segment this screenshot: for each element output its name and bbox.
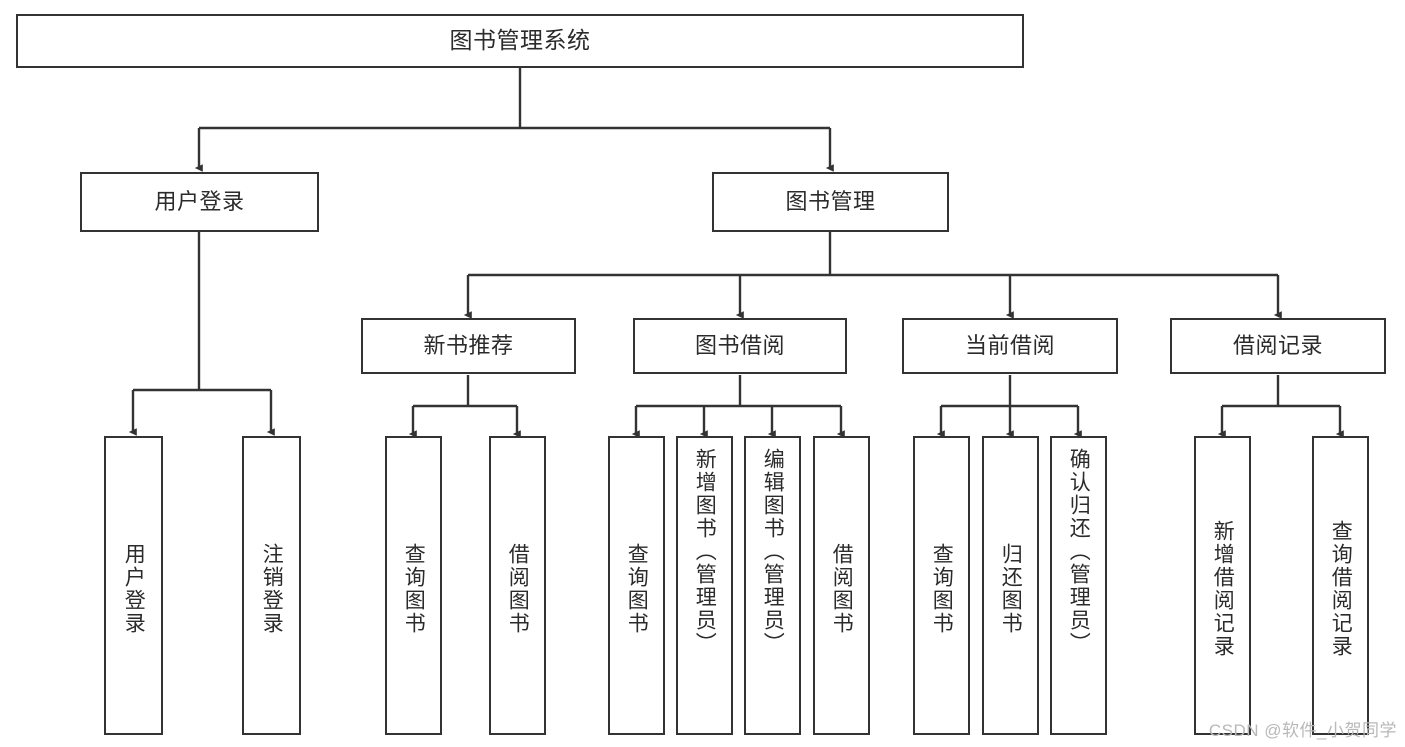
- leaf-label: 借阅图书: [830, 542, 854, 635]
- node-book-borrow[interactable]: 图书借阅: [633, 318, 847, 374]
- leaf-label: 查询图书: [625, 542, 649, 635]
- node-root-system[interactable]: 图书管理系统: [16, 14, 1024, 68]
- leaf-label: 查询借阅记录: [1329, 519, 1353, 658]
- leaf-edit-book[interactable]: 编辑图书（管理员）: [744, 436, 801, 735]
- leaf-user-login[interactable]: 用户登录: [104, 436, 163, 735]
- leaf-query-record[interactable]: 查询借阅记录: [1312, 436, 1369, 735]
- leaf-add-record[interactable]: 新增借阅记录: [1194, 436, 1251, 735]
- leaf-label: 确认归还（管理员）: [1067, 448, 1091, 655]
- leaf-add-book[interactable]: 新增图书（管理员）: [676, 436, 733, 735]
- leaf-logout-login[interactable]: 注销登录: [242, 436, 301, 735]
- leaf-return-book[interactable]: 归还图书: [982, 436, 1039, 735]
- leaf-query-book-1[interactable]: 查询图书: [385, 436, 442, 735]
- leaf-label: 注销登录: [260, 542, 284, 635]
- node-borrow-record[interactable]: 借阅记录: [1170, 318, 1386, 374]
- leaf-borrow-book-1[interactable]: 借阅图书: [489, 436, 546, 735]
- leaf-label: 查询图书: [930, 542, 954, 635]
- leaf-label: 新增借阅记录: [1211, 519, 1235, 658]
- node-new-book-recommend[interactable]: 新书推荐: [361, 318, 576, 374]
- node-book-manage[interactable]: 图书管理: [712, 172, 949, 232]
- node-user-login[interactable]: 用户登录: [80, 172, 319, 232]
- leaf-query-book-3[interactable]: 查询图书: [913, 436, 970, 735]
- leaf-label: 查询图书: [402, 542, 426, 635]
- leaf-label: 借阅图书: [506, 542, 530, 635]
- leaf-label: 新增图书（管理员）: [693, 448, 717, 655]
- leaf-label: 编辑图书（管理员）: [761, 448, 785, 655]
- leaf-label: 用户登录: [122, 542, 146, 635]
- leaf-label: 归还图书: [999, 542, 1023, 635]
- leaf-query-book-2[interactable]: 查询图书: [608, 436, 665, 735]
- leaf-borrow-book-2[interactable]: 借阅图书: [813, 436, 870, 735]
- leaf-confirm-return[interactable]: 确认归还（管理员）: [1050, 436, 1107, 735]
- node-current-borrow[interactable]: 当前借阅: [902, 318, 1118, 374]
- csdn-watermark: CSDN @软件_小贺同学: [1208, 721, 1397, 740]
